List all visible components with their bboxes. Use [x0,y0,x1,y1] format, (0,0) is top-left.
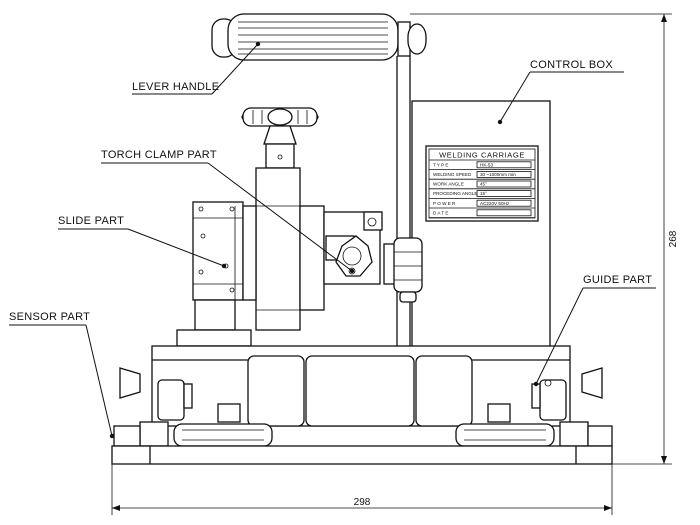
nameplate-row-label: PROCEDING ANGLE [433,191,477,196]
nameplate-value-box [476,199,532,207]
width-dimension-label: 298 [354,497,371,508]
label-sensor: SENSOR PART [9,311,90,323]
callout-control-box: CONTROL BOX [497,59,624,125]
lever-rod [396,56,411,360]
nameplate-row-label: WORK ANGLE [433,182,464,187]
nameplate-row-label: T Y P E [433,162,449,167]
nameplate-value-box [476,161,532,169]
nameplate-title: WELDING CARRIAGE [439,151,525,160]
label-control-box: CONTROL BOX [530,59,613,71]
nameplate-row-value: 45° [480,182,487,187]
torch-clamp-part [241,107,423,331]
width-dimension: 298 [111,464,613,515]
nameplate-row-label: P O W E R [433,201,456,206]
carriage-body [119,345,603,427]
label-guide: GUIDE PART [583,274,652,286]
height-dimension: 268 [410,13,679,465]
nameplate-row-value: 30 ~1000mm min [480,172,516,177]
nameplate-row-value: AC220V 50Hz [480,201,510,206]
nameplate-row-value: 15° [480,191,487,196]
nameplate-row-value: HK-53 [480,162,493,167]
callout-lever-handle: LEVER HANDLE [132,41,261,95]
label-slide: SLIDE PART [58,215,124,227]
label-lever-handle: LEVER HANDLE [132,81,219,93]
callout-guide: GUIDE PART [533,274,656,387]
nameplate-value-box [476,170,532,178]
slide-part [176,201,257,347]
nameplate-value-box [476,180,532,188]
lever-handle [211,13,427,61]
callout-torch-clamp: TORCH CLAMP PART [101,149,355,274]
height-dimension-label: 268 [668,230,679,247]
label-torch-clamp: TORCH CLAMP PART [101,149,217,161]
nameplate-value-box [476,209,532,217]
nameplate-row-label: D A T E [433,210,448,215]
callout-sensor: SENSOR PART [9,311,115,439]
base-plate [111,445,613,465]
control-box [411,100,551,361]
callout-slide: SLIDE PART [58,215,227,269]
nameplate-row-label: WELDING SPEED [433,172,472,177]
nameplate-value-box [476,190,532,198]
